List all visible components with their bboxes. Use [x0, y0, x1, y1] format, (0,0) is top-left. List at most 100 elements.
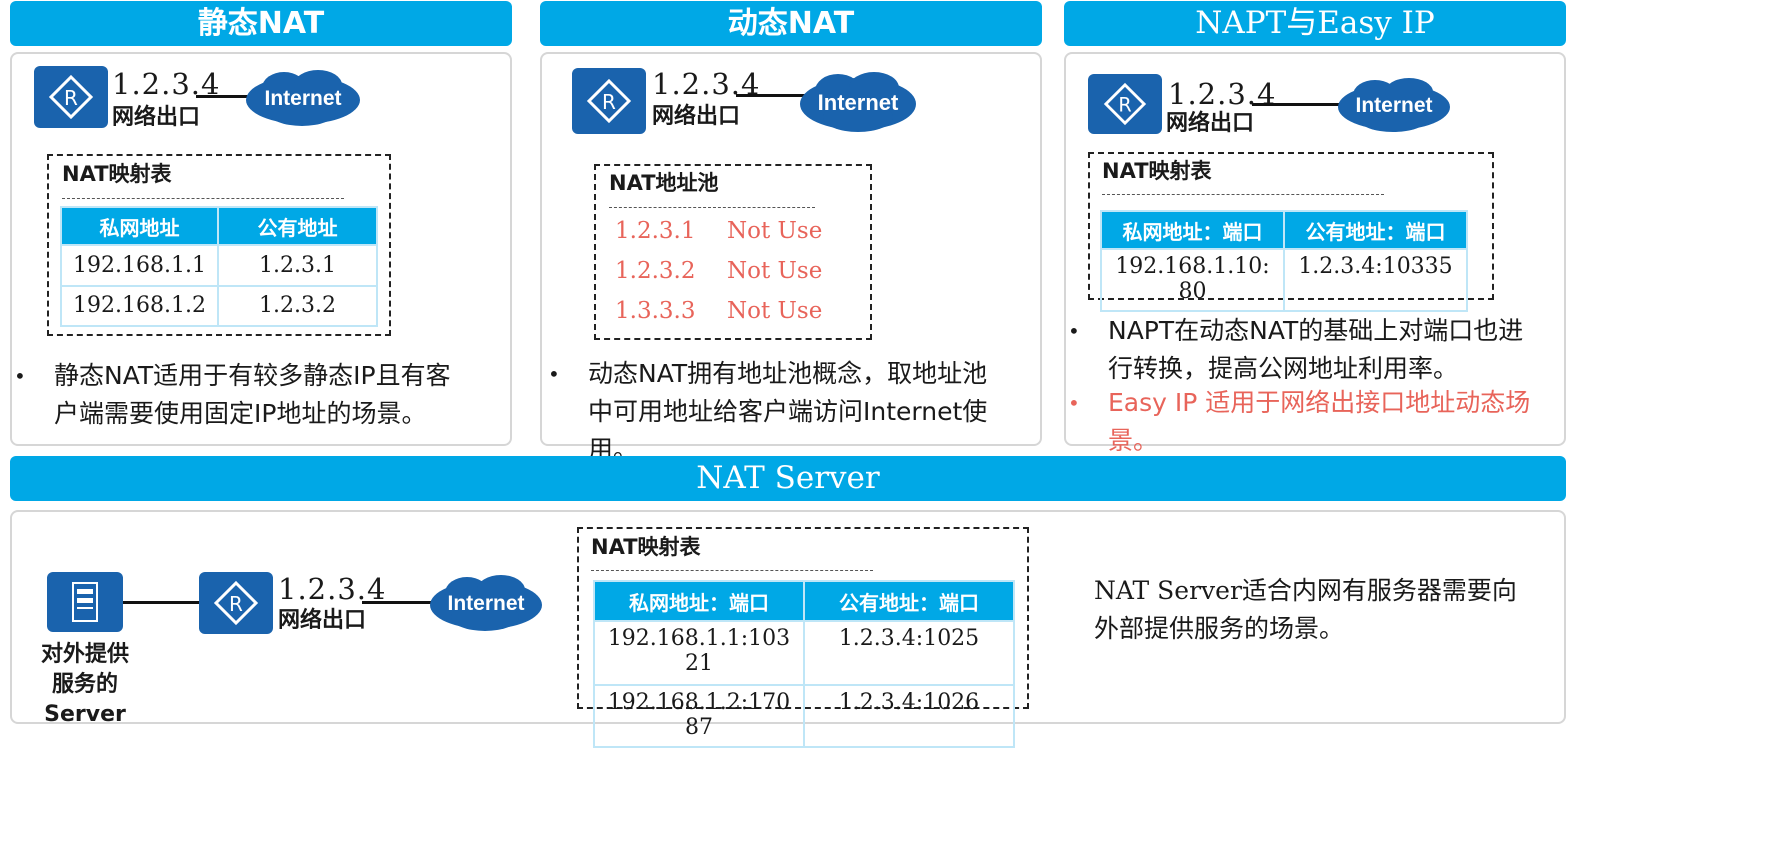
nat-map-box — [47, 154, 391, 336]
link-line — [362, 601, 440, 604]
dynamic-nat-desc: 动态NAT拥有地址池概念，取地址池 中可用地址给客户端访问Internet使 用… — [588, 355, 1028, 469]
header-static-nat-label: 静态NAT — [197, 5, 325, 41]
cell-public-port: 1.2.3.4:1025 — [803, 620, 1015, 686]
router-ip: 1.2.3.4 — [112, 67, 221, 101]
cell-private-port: 192.168.1.10: 80 — [1100, 248, 1285, 312]
nat-map-title: NAT映射表 — [591, 535, 701, 559]
title-divider — [591, 570, 873, 571]
svg-text:R: R — [602, 90, 616, 114]
bullet-dot: • — [1068, 391, 1080, 415]
outlet-label: 网络出口 — [278, 608, 367, 633]
link-line — [196, 95, 256, 98]
router-icon: R — [572, 68, 646, 134]
title-divider — [609, 207, 815, 208]
internet-label: Internet — [818, 90, 899, 115]
router-icon: R — [199, 572, 273, 634]
easy-ip-desc: Easy IP 适用于网络出接口地址动态场 景。 — [1108, 384, 1558, 460]
desc-line: 景。 — [1108, 426, 1159, 455]
col-private: 私网地址 — [60, 206, 219, 246]
cell-public-port: 1.2.3.4:1026 — [803, 684, 1015, 748]
col-public: 公有地址 — [217, 206, 378, 246]
header-napt: NAPT与Easy IP — [1064, 1, 1566, 46]
cell-line: 192.168.1.2:170 — [607, 690, 791, 715]
static-nat-table: 私网地址 公有地址 192.168.1.1 1.2.3.1 192.168.1.… — [60, 206, 378, 327]
desc-line: Easy IP 适用于网络出接口地址动态场 — [1108, 388, 1531, 417]
pool-ip: 1.3.3.3 — [615, 298, 696, 324]
header-dynamic-nat: 动态NAT — [540, 1, 1042, 46]
desc-line: 户端需要使用固定IP地址的场景。 — [54, 399, 427, 428]
server-icon — [47, 572, 123, 632]
internet-cloud-icon: Internet — [430, 575, 542, 631]
header-static-nat: 静态NAT — [10, 1, 512, 46]
nat-map-title: NAT映射表 — [1102, 159, 1212, 183]
col-private-port: 私网地址：端口 — [1100, 210, 1285, 250]
router-ip: 1.2.3.4 — [652, 67, 761, 101]
nat-pool-box — [594, 164, 872, 340]
bullet-dot: • — [548, 362, 560, 386]
pool-ip: 1.2.3.2 — [615, 258, 696, 284]
internet-label: Internet — [1355, 94, 1432, 117]
internet-cloud-icon: Internet — [246, 70, 360, 126]
header-dynamic-nat-label: 动态NAT — [727, 5, 855, 41]
pool-status: Not Use — [727, 258, 823, 284]
header-napt-label: NAPT与Easy IP — [1195, 5, 1435, 41]
desc-line: 静态NAT适用于有较多静态IP且有客 — [54, 361, 451, 390]
cell-public: 1.2.3.1 — [217, 244, 378, 287]
pool-ip: 1.2.3.1 — [615, 218, 696, 244]
outlet-label: 网络出口 — [112, 105, 201, 130]
col-public-port: 公有地址：端口 — [803, 580, 1015, 622]
nat-pool-title: NAT地址池 — [609, 171, 719, 195]
desc-line: 中可用地址给客户端访问Internet使 — [588, 397, 988, 426]
internet-cloud-icon: Internet — [1338, 78, 1450, 132]
cell-public-port: 1.2.3.4:10335 — [1283, 248, 1468, 312]
cell-line: 192.168.1.1:103 — [607, 626, 791, 651]
desc-line: 行转换，提高公网地址利用率。 — [1108, 354, 1459, 383]
bullet-dot: • — [14, 364, 26, 388]
desc-line: 动态NAT拥有地址池概念，取地址池 — [588, 359, 988, 388]
svg-text:R: R — [1118, 94, 1131, 117]
outlet-label: 网络出口 — [1166, 111, 1255, 136]
server-label-line: 对外提供 — [40, 642, 129, 667]
header-nat-server: NAT Server — [10, 456, 1566, 501]
svg-text:R: R — [229, 592, 243, 616]
cell-line: 192.168.1.10: — [1115, 254, 1270, 279]
col-private-port: 私网地址：端口 — [593, 580, 805, 622]
cell-private: 192.168.1.1 — [60, 244, 219, 287]
cell-line: 87 — [685, 715, 713, 741]
outlet-label: 网络出口 — [652, 104, 741, 129]
server-link-line — [123, 601, 199, 604]
nat-server-desc: NAT Server适合内网有服务器需要向 外部提供服务的场景。 — [1094, 572, 1554, 648]
desc-line: 外部提供服务的场景。 — [1094, 614, 1345, 643]
cell-private: 192.168.1.2 — [60, 285, 219, 327]
link-line — [1252, 103, 1348, 106]
title-divider — [62, 198, 344, 199]
desc-line: NAT Server适合内网有服务器需要向 — [1094, 576, 1517, 605]
title-divider — [1102, 194, 1384, 195]
router-icon: R — [1088, 74, 1162, 134]
col-public-port: 公有地址：端口 — [1283, 210, 1468, 250]
cell-private-port: 192.168.1.2:170 87 — [593, 684, 805, 748]
static-nat-desc: 静态NAT适用于有较多静态IP且有客 户端需要使用固定IP地址的场景。 — [54, 357, 494, 433]
server-label-line: 服务的Server — [44, 672, 126, 727]
desc-line: NAPT在动态NAT的基础上对端口也进 — [1108, 316, 1524, 345]
pool-status: Not Use — [727, 218, 823, 244]
napt-desc: NAPT在动态NAT的基础上对端口也进 行转换，提高公网地址利用率。 — [1108, 312, 1558, 388]
nat-server-table: 私网地址：端口 公有地址：端口 192.168.1.1:103 21 1.2.3… — [593, 580, 1015, 748]
pool-status: Not Use — [727, 298, 823, 324]
server-label: 对外提供 服务的Server — [14, 640, 156, 730]
bullet-dot: • — [1068, 319, 1080, 343]
cell-private-port: 192.168.1.1:103 21 — [593, 620, 805, 686]
nat-map-title: NAT映射表 — [62, 162, 172, 186]
cell-public: 1.2.3.2 — [217, 285, 378, 327]
router-icon: R — [34, 66, 108, 128]
internet-cloud-icon: Internet — [800, 72, 916, 132]
router-ip: 1.2.3.4 — [278, 572, 387, 606]
cell-line: 80 — [1178, 279, 1207, 305]
napt-table: 私网地址：端口 公有地址：端口 192.168.1.10: 80 1.2.3.4… — [1100, 210, 1468, 312]
svg-text:R: R — [64, 86, 78, 110]
internet-label: Internet — [447, 592, 524, 615]
cell-line: 21 — [685, 651, 713, 677]
link-line — [736, 94, 810, 97]
internet-label: Internet — [264, 87, 341, 110]
header-nat-server-label: NAT Server — [696, 460, 880, 496]
